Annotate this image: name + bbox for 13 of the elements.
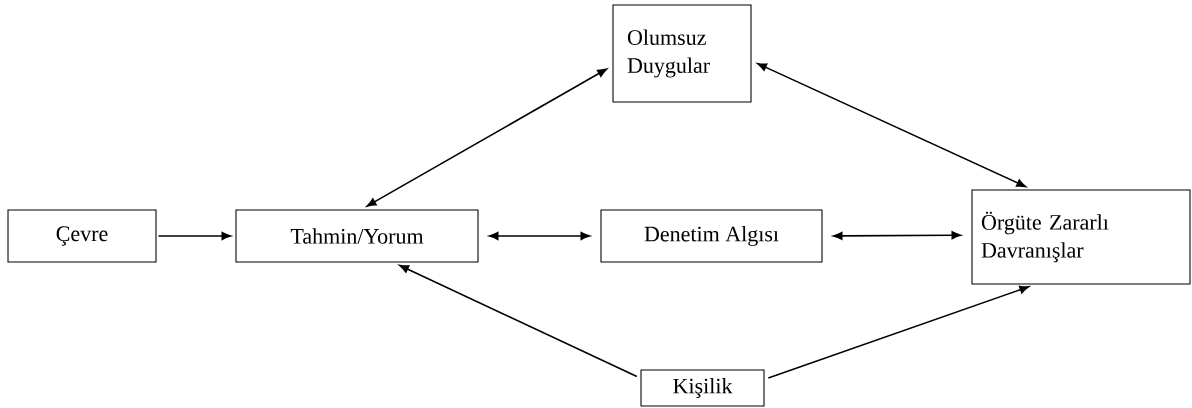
arrow [399,264,638,378]
process-box: Olumsuz Duygular [612,4,752,103]
arrow [366,68,608,207]
process-box: Tahmin/Yorum [235,209,479,263]
process-box: Kişilik [640,369,765,407]
process-box: Örgüte Zararlı Davranışlar [971,189,1191,285]
arrow [832,231,962,240]
process-box: Çevre [7,209,157,263]
process-box: Denetim Algısı [600,209,823,263]
arrow [488,231,591,241]
arrow [157,231,232,241]
arrow [767,285,1030,379]
arrow [757,63,1027,188]
